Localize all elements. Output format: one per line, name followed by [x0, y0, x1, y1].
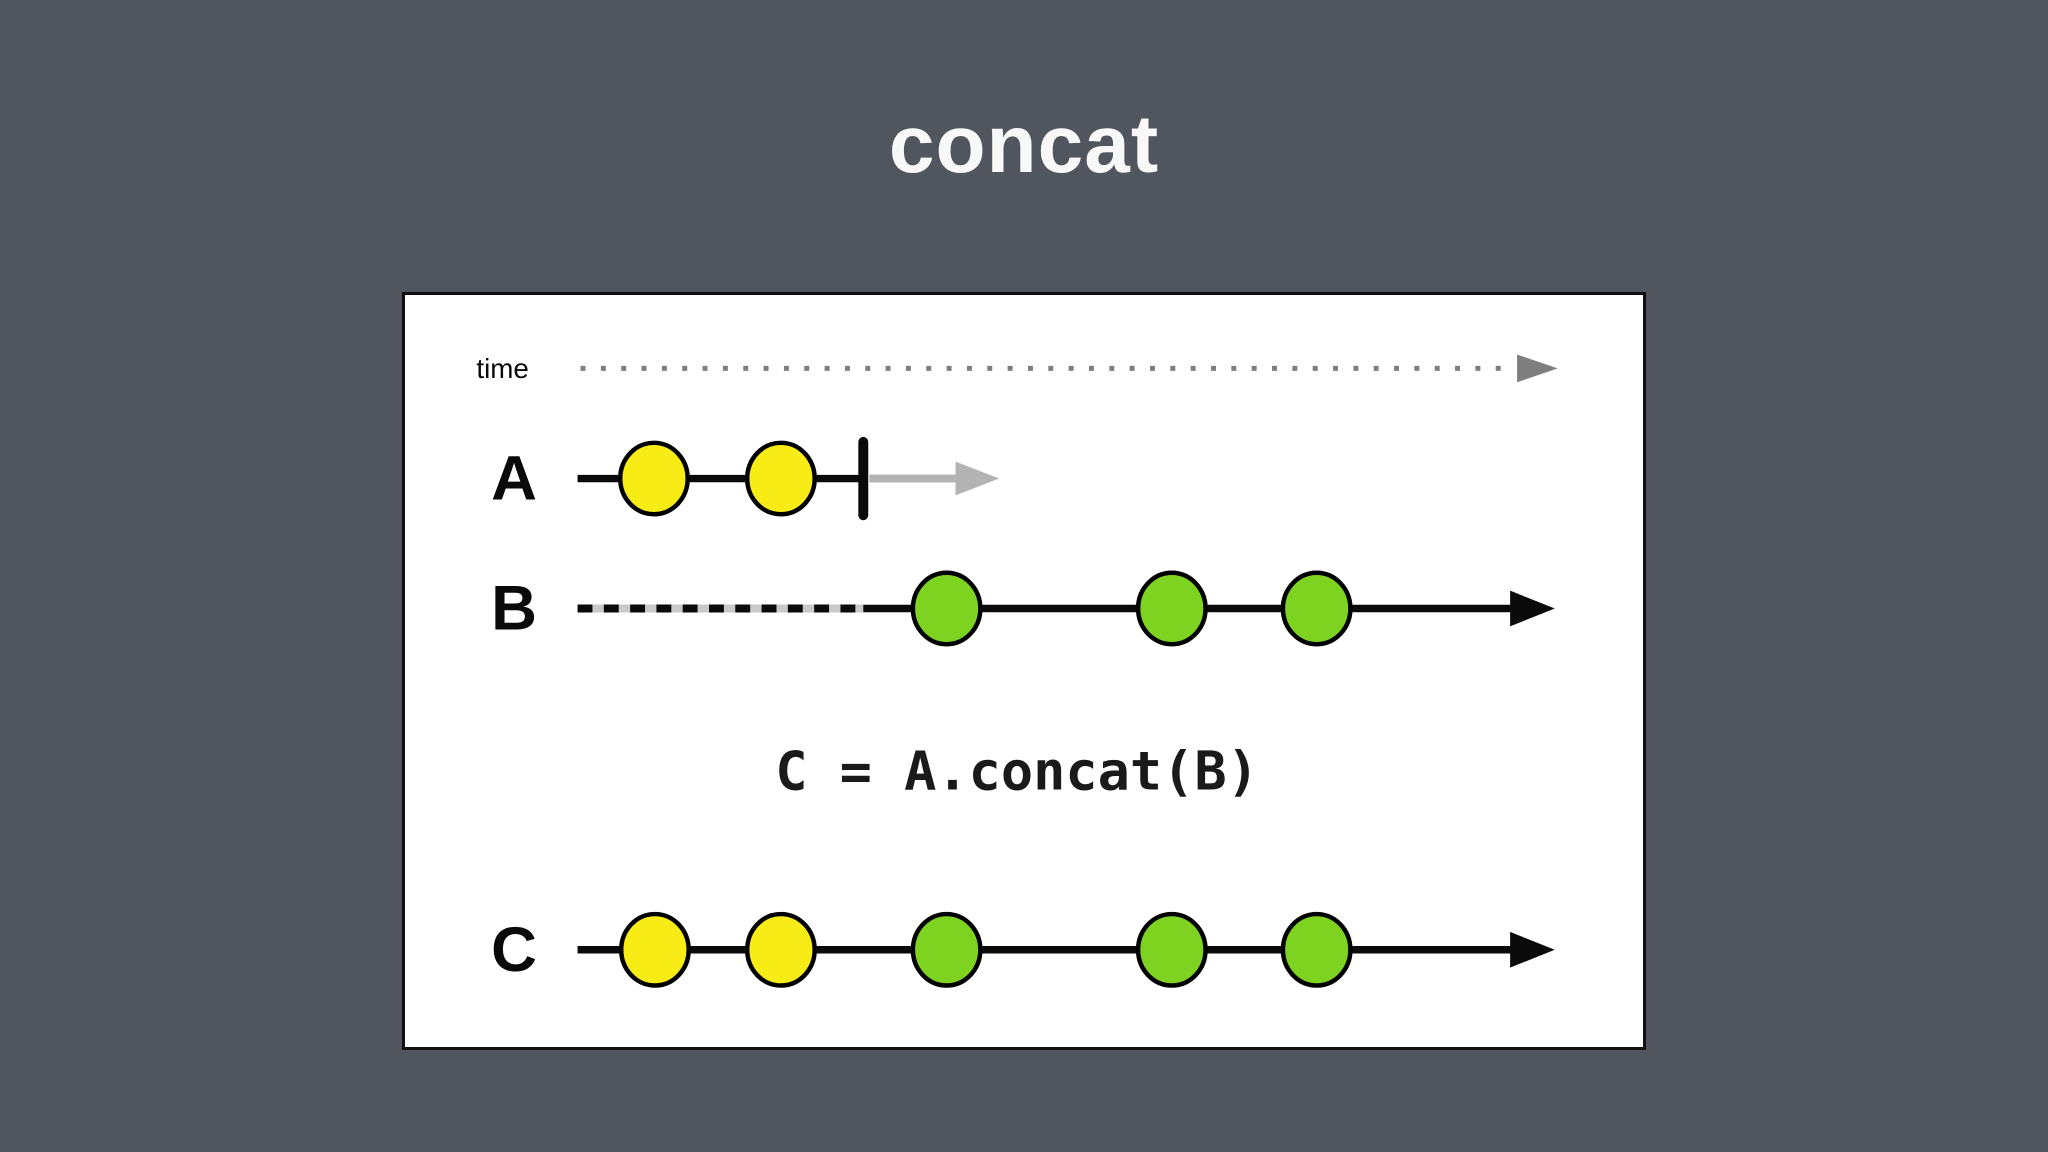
unsubscribe-arrowhead-icon — [955, 461, 1000, 496]
time-axis-label: time — [476, 353, 528, 384]
stream-b: B — [491, 570, 1555, 647]
marble-yellow — [744, 911, 817, 988]
marble-green — [1135, 911, 1208, 988]
marble-yellow — [618, 911, 691, 988]
formula-text: C = A.concat(B) — [775, 740, 1259, 803]
timeline-arrowhead-icon — [1510, 590, 1555, 627]
stream-a: A — [491, 436, 1000, 521]
marble-yellow — [744, 440, 817, 517]
stream-label-c: C — [491, 915, 537, 985]
marble-yellow — [617, 440, 690, 517]
timeline-arrowhead-icon — [1510, 931, 1555, 968]
time-axis: time — [476, 353, 1558, 384]
stream-c: C — [491, 911, 1555, 988]
marble-green — [1135, 570, 1208, 647]
marble-green — [910, 911, 983, 988]
marble-green — [1280, 570, 1353, 647]
stream-label-b: B — [491, 573, 537, 643]
marble-green — [1280, 911, 1353, 988]
stream-label-a: A — [491, 444, 537, 514]
complete-bar — [858, 436, 869, 521]
marble-green — [910, 570, 983, 647]
time-arrowhead-icon — [1517, 354, 1558, 383]
page-title: concat — [888, 99, 1160, 190]
